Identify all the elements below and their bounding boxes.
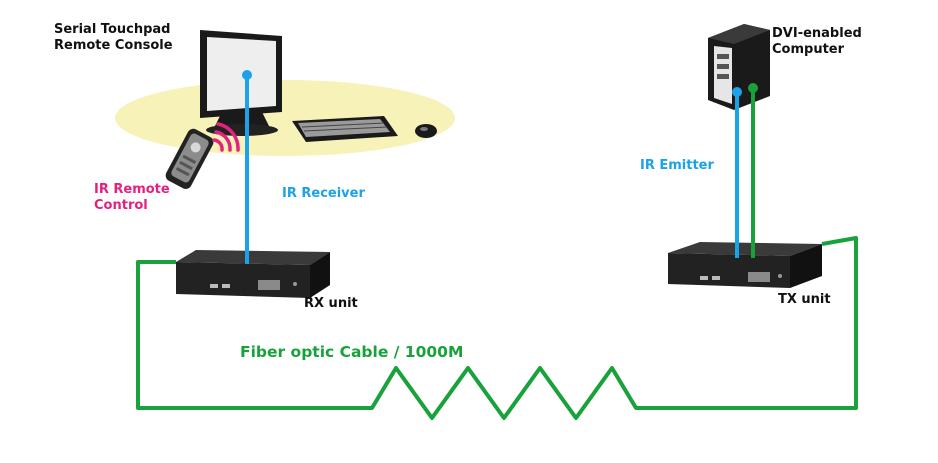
rx-extender-box bbox=[176, 250, 330, 298]
ir-remote-label: IR Remote Control bbox=[94, 182, 170, 213]
desk-ellipse bbox=[115, 80, 455, 156]
keyboard-icon bbox=[292, 116, 398, 142]
rx-unit-label: RX unit bbox=[304, 296, 358, 311]
remote-console-label: Serial Touchpad Remote Console bbox=[54, 22, 173, 53]
ir-emitter-line bbox=[732, 87, 742, 258]
dvi-cable-line bbox=[748, 83, 758, 258]
ir-signal-icon bbox=[212, 122, 240, 152]
ir-receiver-label: IR Receiver bbox=[282, 186, 365, 201]
ir-remote-icon bbox=[165, 128, 214, 189]
tx-extender-box bbox=[668, 242, 822, 288]
mouse-icon bbox=[415, 124, 437, 138]
fiber-optic-cable bbox=[136, 236, 858, 420]
ir-receiver-line bbox=[242, 70, 252, 264]
computer-label: DVI-enabled Computer bbox=[772, 26, 862, 57]
ir-emitter-label: IR Emitter bbox=[640, 158, 714, 173]
tx-unit-label: TX unit bbox=[778, 292, 831, 307]
fiber-cable-label: Fiber optic Cable / 1000M bbox=[240, 343, 464, 361]
